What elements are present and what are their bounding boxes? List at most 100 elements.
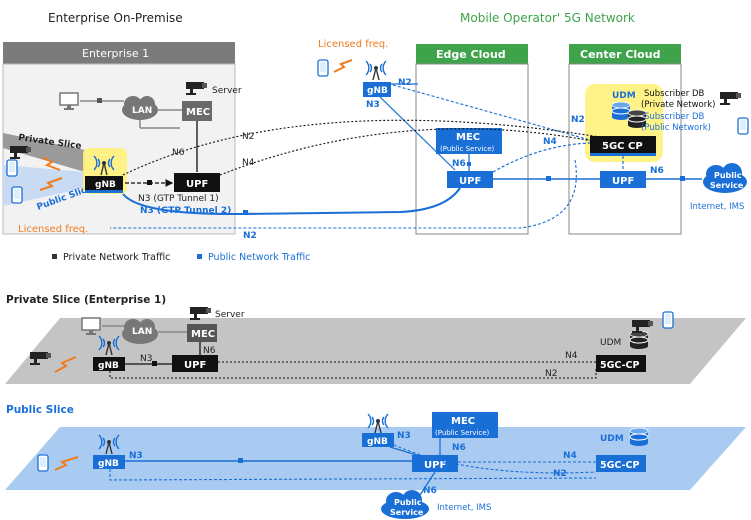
n4-dark-label: N4 — [242, 158, 255, 168]
licensed-freq-top: Licensed freq. — [318, 39, 388, 50]
private-lan-label: LAN — [132, 327, 152, 337]
edge-cloud-header — [416, 44, 528, 64]
public-upf-label: UPF — [424, 460, 446, 471]
gnb-top-n3: N3 — [366, 100, 380, 110]
private-gnb-label: gNB — [98, 361, 119, 371]
upf-center-label: UPF — [612, 176, 634, 187]
upf-enterprise-box — [174, 173, 220, 192]
public-cp-box — [596, 455, 646, 472]
gnb-top-label: gNB — [367, 86, 388, 96]
center-phone-icon — [737, 117, 749, 135]
private-plane-title: Private Slice (Enterprise 1) — [6, 294, 166, 306]
private-cp-label: 5GC-CP — [600, 360, 640, 371]
udm-public-db-icon — [611, 101, 631, 121]
public-udm-label: UDM — [600, 434, 624, 444]
private-upf-label: UPF — [184, 360, 206, 371]
private-server-label: Server — [215, 310, 245, 320]
legend-public: Public Network Traffic — [208, 252, 310, 263]
private-udm-label: UDM — [600, 338, 621, 348]
public-service-cloud-icon — [703, 163, 747, 193]
private-upf-box — [172, 355, 218, 372]
public-n6-down-label: N6 — [423, 486, 437, 496]
public-slice-wedge — [3, 165, 85, 206]
public-gnb-left-box — [93, 455, 125, 469]
public-mec-box — [432, 412, 498, 438]
n4-edge-label: N4 — [543, 137, 557, 147]
internet-ims-top: Internet, IMS — [690, 202, 744, 212]
left-phone-icon-2 — [11, 186, 23, 204]
upf-edge-label: UPF — [459, 176, 481, 187]
mec-enterprise-label: MEC — [186, 107, 210, 118]
upf-enterprise-label: UPF — [186, 179, 208, 190]
public-n3-mid-label: N3 — [397, 431, 411, 441]
internet-ims-bottom: Internet, IMS — [437, 503, 491, 513]
mec-enterprise-box — [182, 101, 212, 121]
sub-db-label: Subscriber DB — [644, 89, 705, 99]
operator-network-title: Mobile Operator' 5G Network — [460, 11, 635, 25]
cp-top-box — [590, 136, 656, 153]
public-gnb-mid-box — [362, 433, 394, 447]
public-udm-db-icon — [629, 427, 649, 447]
gnb-top-box — [363, 82, 391, 97]
n3-tunnel1-label: N3 (GTP Tunnel 1) — [138, 194, 219, 204]
private-n6-label: N6 — [203, 346, 216, 356]
private-mec-label: MEC — [191, 329, 215, 340]
private-mec-box — [187, 324, 217, 342]
private-lan-cloud-icon — [122, 319, 158, 344]
public-service-bottom-2: Service — [390, 508, 424, 517]
private-slice-wedge — [3, 133, 85, 172]
public-mec-n6-label: N6 — [452, 443, 466, 453]
center-cloud-label: Center Cloud — [580, 48, 660, 61]
n3-tunnel2-label: N3 (GTP Tunnel 2) — [140, 206, 231, 216]
private-udm-db-icon — [629, 330, 649, 350]
mec-n6-label: N6 — [452, 159, 466, 169]
public-n2-label: N2 — [553, 469, 567, 479]
center-cloud-header — [569, 44, 681, 64]
upf-center-box — [600, 171, 646, 188]
public-gnb-left-label: gNB — [98, 459, 119, 469]
left-phone-icon-1 — [6, 159, 18, 177]
private-n2-label: N2 — [545, 369, 557, 379]
private-right-phone-icon — [662, 311, 674, 329]
gnb-top-n2: N2 — [398, 78, 412, 88]
gnb-top-tower-icon — [365, 60, 387, 81]
enterprise-header-bar — [3, 42, 235, 64]
public-service-bottom-1: Public — [394, 498, 422, 507]
sub-db-private-label: (Private Network) — [641, 100, 715, 110]
public-left-phone-icon — [37, 454, 49, 472]
gnb-label: gNB — [95, 180, 116, 190]
public-plane — [5, 427, 746, 490]
mec-public-label: MEC — [456, 132, 480, 143]
public-plane-title: Public Slice — [6, 404, 74, 416]
public-service-top-2: Service — [710, 181, 744, 190]
enterprise-onprem-title: Enterprise On-Premise — [48, 11, 183, 25]
center-camera-icon — [720, 92, 741, 105]
public-gnb-mid-label: gNB — [367, 437, 388, 447]
n2-center-label: N2 — [571, 115, 585, 125]
public-n4-label: N4 — [563, 451, 577, 461]
gnb-box — [85, 176, 123, 190]
public-n3-left-label: N3 — [129, 451, 143, 461]
public-upf-box — [412, 455, 458, 472]
enterprise-label: Enterprise 1 — [82, 47, 149, 60]
n6-center-label: N6 — [650, 166, 664, 176]
public-mec-sub: (Public Service) — [435, 429, 490, 437]
private-n3-label: N3 — [140, 354, 152, 364]
mec-public-sub: (Public Service) — [440, 145, 495, 153]
licensed-freq-left: Licensed freq. — [18, 224, 88, 235]
private-plane — [5, 318, 746, 384]
legend-private: Private Network Traffic — [63, 252, 170, 263]
lan-cloud-icon — [122, 96, 158, 120]
public-cp-label: 5GC-CP — [600, 460, 640, 471]
lan-label: LAN — [132, 106, 152, 116]
edge-cloud-label: Edge Cloud — [436, 48, 506, 61]
upf-edge-box — [447, 171, 493, 188]
n6-enterprise-label: N6 — [172, 148, 185, 158]
mec-public-box — [436, 128, 502, 154]
n2-bottom-label: N2 — [243, 231, 257, 241]
top-phone-icon — [317, 59, 329, 77]
public-service-bottom-cloud-icon — [381, 490, 429, 519]
private-gnb-box — [93, 357, 125, 371]
udm-label: UDM — [612, 91, 636, 101]
